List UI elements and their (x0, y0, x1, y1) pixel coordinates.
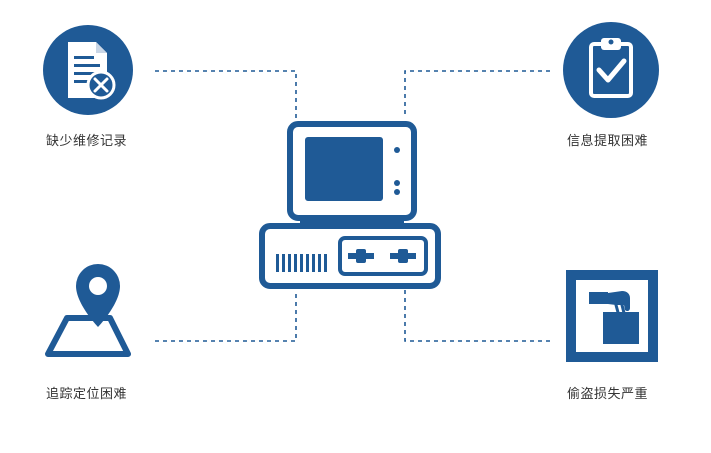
theft-hand-box-icon (566, 270, 658, 362)
connector-bottom-left (155, 290, 297, 342)
connector-top-left (155, 70, 297, 118)
problem-label-tracking: 追踪定位困难 (46, 387, 128, 402)
connector-top-right (404, 70, 550, 118)
problem-label-info-extraction: 信息提取困难 (567, 134, 649, 149)
problem-label-theft: 偷盗损失严重 (567, 387, 649, 402)
problem-label-maintenance: 缺少维修记录 (46, 134, 128, 149)
desktop-computer-icon (259, 121, 441, 289)
location-pin-map-icon (45, 261, 131, 357)
maintenance-document-icon (43, 25, 133, 115)
clipboard-check-icon (563, 22, 659, 118)
connector-bottom-right (404, 290, 550, 342)
connectors (155, 70, 550, 342)
